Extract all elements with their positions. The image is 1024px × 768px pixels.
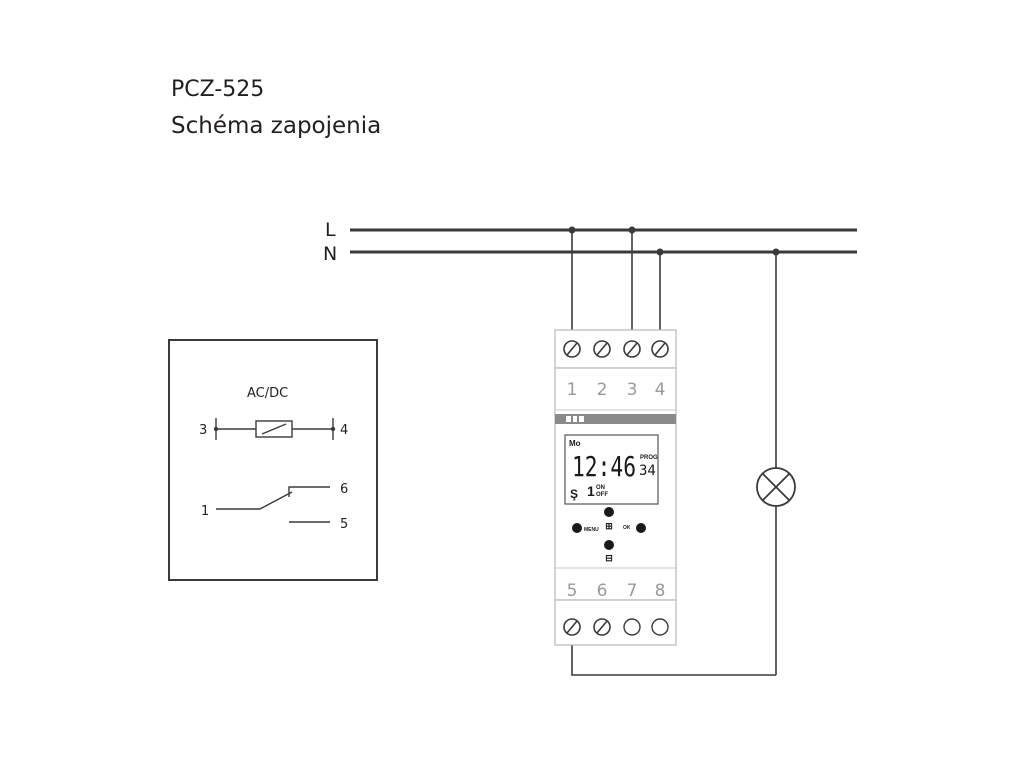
terminal-number: 2: [597, 380, 608, 400]
empty-terminal-icon: [623, 618, 641, 636]
menu-label: MENU: [584, 527, 599, 533]
screw-terminal-icon: [563, 618, 581, 636]
screw-terminal-icon: [623, 340, 641, 358]
terminal-number: 7: [627, 581, 638, 601]
screw-terminal-icon: [593, 340, 611, 358]
connection-wires: [571, 230, 777, 676]
lcd-time: 12:46: [572, 450, 636, 483]
minus-icon: ⊟: [605, 553, 613, 563]
contact-terminal-5: 5: [340, 517, 348, 532]
internal-schematic-box: AC/DC 3 4 1 6 5: [168, 339, 378, 581]
lcd-day: Mo: [569, 439, 581, 448]
changeover-contact-icon: [216, 486, 330, 523]
brand-stripe: [555, 414, 676, 424]
up-button[interactable]: [604, 507, 614, 517]
contact-terminal-1: 1: [201, 504, 209, 519]
contact-terminal-6: 6: [340, 482, 348, 497]
empty-terminal-icon: [651, 618, 669, 636]
lcd-prog-number: 34: [639, 463, 656, 479]
lamp-icon: [756, 467, 796, 507]
brand-logo-icon: [566, 416, 584, 422]
lcd-channel: 1: [587, 483, 595, 499]
relay-coil-icon: [255, 420, 293, 438]
terminal-number: 5: [567, 581, 578, 601]
lcd-prog-label: PROG: [640, 455, 658, 461]
terminal-number: 3: [627, 380, 638, 400]
lcd-off-label: OFF: [596, 492, 608, 498]
diagram-subtitle: Schéma zapojenia: [171, 113, 381, 139]
lcd-mode-symbol: Ş: [570, 487, 578, 501]
ok-label: OK: [623, 525, 631, 531]
lcd-display: [564, 434, 659, 505]
lcd-on-label: ON: [596, 485, 605, 491]
terminal-number: 1: [567, 380, 578, 400]
menu-button[interactable]: [572, 523, 582, 533]
line-label-n: N: [323, 243, 337, 265]
timer-device: 1 2 3 4 Mo 12:46 PROG 34 Ş 1 ON OFF ⊞ ME…: [554, 329, 677, 646]
supply-label: AC/DC: [247, 386, 288, 401]
terminal-number: 6: [597, 581, 608, 601]
supply-lines: L N: [323, 219, 857, 265]
screw-terminal-icon: [593, 618, 611, 636]
down-button[interactable]: [604, 540, 614, 550]
line-label-l: L: [325, 219, 336, 241]
terminal-number: 4: [655, 380, 666, 400]
coil-terminal-4: 4: [340, 423, 348, 438]
model-title: PCZ-525: [171, 77, 264, 102]
screw-terminal-icon: [563, 340, 581, 358]
terminal-number: 8: [655, 581, 666, 601]
screw-terminal-icon: [651, 340, 669, 358]
coil-terminal-3: 3: [199, 423, 207, 438]
plus-icon: ⊞: [605, 521, 613, 531]
ok-button[interactable]: [636, 523, 646, 533]
